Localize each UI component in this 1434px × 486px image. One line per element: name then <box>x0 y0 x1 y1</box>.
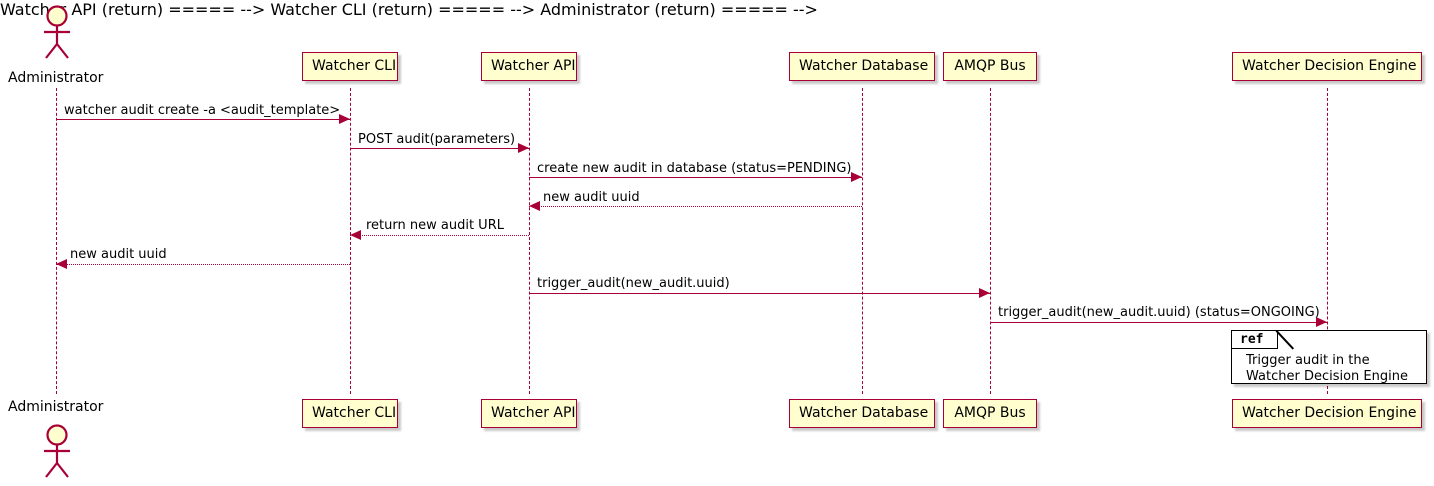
arrow-head-left-6 <box>56 259 67 269</box>
lifeline-administrator <box>56 88 57 394</box>
message-line-3 <box>529 177 862 178</box>
participant-watcher-database-bottom[interactable]: Watcher Database <box>789 399 935 428</box>
participant-amqp-bus-top[interactable]: AMQP Bus <box>943 52 1037 81</box>
message-line-8 <box>990 322 1327 323</box>
lifeline-watcher-cli <box>350 88 351 394</box>
message-line-2 <box>350 148 529 149</box>
message-label-7: trigger_audit(new_audit.uuid) <box>537 276 730 291</box>
participant-amqp-bus-bottom[interactable]: AMQP Bus <box>943 399 1037 428</box>
arrow-head-left-4 <box>529 201 540 211</box>
participant-watcher-api-bottom[interactable]: Watcher API <box>481 399 577 428</box>
ref-fragment: ref Trigger audit in the Watcher Decisio… <box>1231 330 1427 384</box>
participant-label-administrator-top: Administrator <box>8 70 104 86</box>
message-label-6: new audit uuid <box>70 247 167 262</box>
participant-watcher-api-top[interactable]: Watcher API <box>481 52 577 81</box>
participant-watcher-decision-engine-bottom[interactable]: Watcher Decision Engine <box>1232 399 1422 428</box>
ref-fragment-tab-label: ref <box>1240 332 1264 347</box>
lifeline-watcher-database <box>862 88 863 394</box>
message-label-2: POST audit(parameters) <box>358 132 516 147</box>
ref-fragment-body-line-2: Watcher Decision Engine <box>1246 369 1408 384</box>
message-line-1 <box>56 119 350 120</box>
actor-administrator-bottom <box>32 421 82 483</box>
message-label-3: create new audit in database (status=PEN… <box>537 161 852 176</box>
arrow-head-left-5 <box>350 230 361 240</box>
actor-administrator-top <box>32 2 82 64</box>
participant-watcher-cli-bottom[interactable]: Watcher CLI <box>302 399 398 428</box>
arrow-head-right-8 <box>1316 317 1327 327</box>
participant-label-administrator-bottom: Administrator <box>8 399 104 415</box>
message-label-5: return new audit URL <box>366 218 504 233</box>
message-label-8: trigger_audit(new_audit.uuid) (status=ON… <box>998 305 1320 320</box>
message-line-4 <box>529 206 862 207</box>
message-label-1: watcher audit create -a <audit_template> <box>64 103 341 118</box>
ref-fragment-body-line-1: Trigger audit in the <box>1246 353 1370 368</box>
participant-watcher-cli-top[interactable]: Watcher CLI <box>302 52 398 81</box>
message-line-7 <box>529 293 990 294</box>
message-line-6 <box>56 264 350 265</box>
lifeline-amqp-bus <box>990 88 991 394</box>
message-label-4: new audit uuid <box>543 190 640 205</box>
arrow-head-right-2 <box>518 143 529 153</box>
arrow-head-right-7 <box>979 288 990 298</box>
lifeline-watcher-decision-engine <box>1327 88 1328 394</box>
participant-watcher-database-top[interactable]: Watcher Database <box>789 52 935 81</box>
lifeline-watcher-api <box>529 88 530 394</box>
arrow-head-right-1 <box>339 114 350 124</box>
participant-watcher-decision-engine-top[interactable]: Watcher Decision Engine <box>1232 52 1422 81</box>
arrow-head-right-3 <box>851 172 862 182</box>
message-line-5 <box>350 235 529 236</box>
